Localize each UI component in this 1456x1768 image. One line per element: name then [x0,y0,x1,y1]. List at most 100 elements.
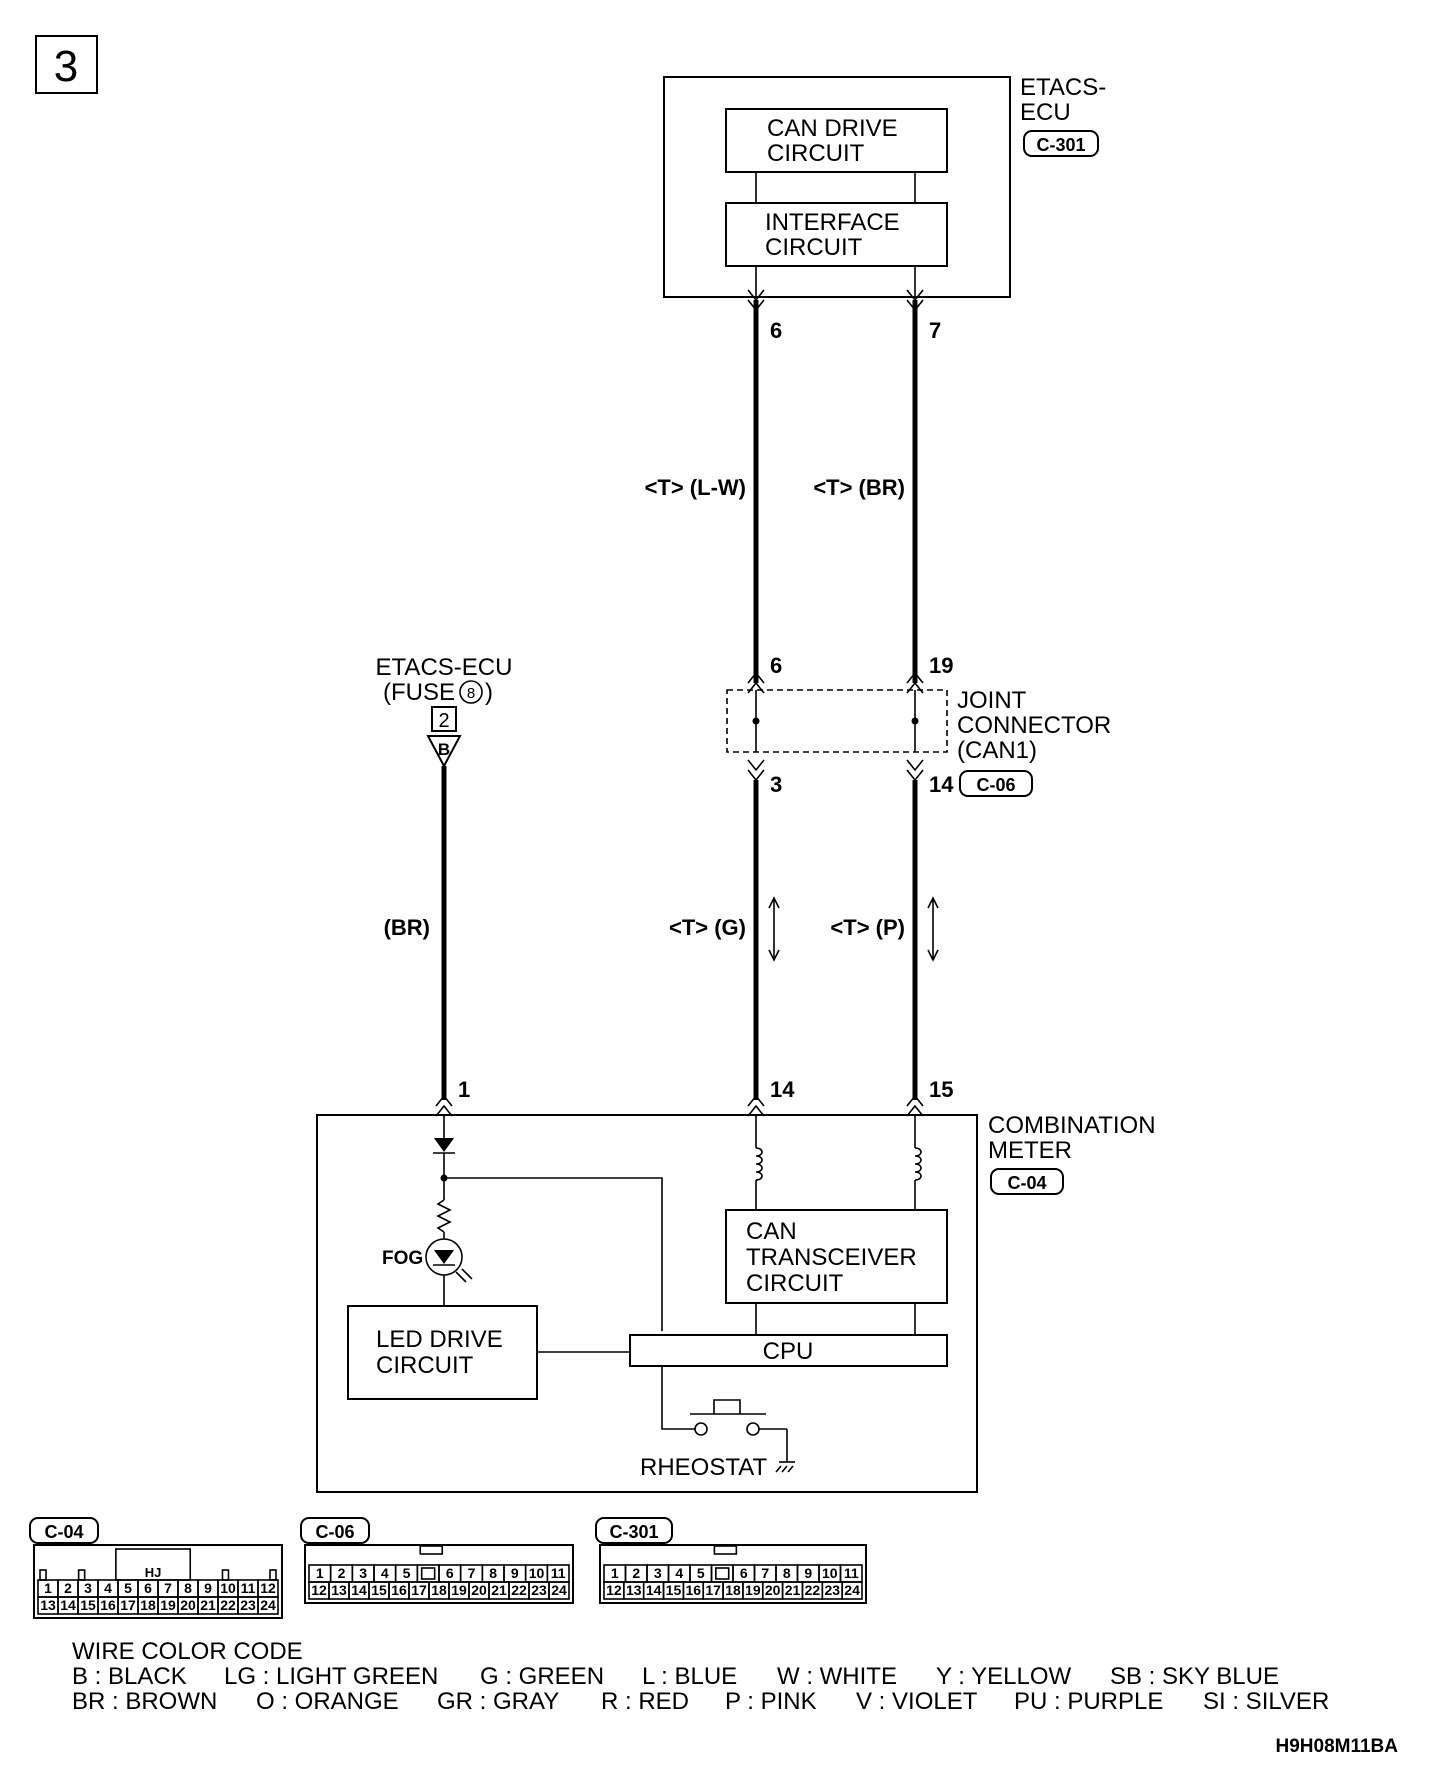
pin-etacs-7: 7 [929,318,941,343]
wire-color-entry: LG : LIGHT GREEN [224,1663,438,1690]
connector-pin-label: 12 [260,1580,276,1596]
wire-color-entry: GR : GRAY [437,1688,559,1715]
connector-pin-label: 21 [200,1597,216,1613]
connector-pin-label: 7 [164,1580,172,1596]
combination-meter-name-1: COMBINATION [988,1112,1156,1139]
connector-view-body [33,1544,283,1619]
connector-pin-label: 22 [511,1582,527,1598]
connector-pin-label: 17 [705,1582,721,1598]
fuse-source-suffix: ) [485,679,493,706]
wire-color-code-row1: B : BLACK LG : LIGHT GREEN G : GREEN L :… [72,1663,1279,1690]
connector-pin-label: 18 [140,1597,156,1613]
joint-connector-name-1: JOINT [957,687,1027,714]
wire-color-code-title: WIRE COLOR CODE [72,1638,303,1665]
ground-icon [775,1461,795,1473]
fuse-source-prefix: (FUSE [383,679,455,706]
coil-icon [914,1147,922,1181]
wire-label-lw: <T> (L-W) [645,475,746,500]
fuse-number: 8 [467,685,475,702]
connector-pin-label: 18 [431,1582,447,1598]
pin-jc-3: 3 [770,772,782,797]
connector-pin-label: 20 [471,1582,487,1598]
wire-label-br-upper: <T> (BR) [813,475,905,500]
connector-pin-label: 7 [468,1565,476,1581]
connector-pin-label: 16 [686,1582,702,1598]
can-transceiver-box [725,1209,948,1304]
connector-pin-label: 6 [740,1565,748,1581]
connector-pin-label: 2 [632,1565,640,1581]
joint-connector-name-3: (CAN1) [957,737,1037,764]
connector-pin-label: 16 [391,1582,407,1598]
connector-tag-c04-label: C-04 [1007,1173,1046,1193]
connector-tag-c06-label: C-06 [976,775,1015,795]
coil-icon [755,1147,763,1181]
combination-meter-name-2: METER [988,1137,1072,1164]
connector-pin-label: 7 [761,1565,769,1581]
rheostat-label: RHEOSTAT [640,1454,767,1481]
fog-led-icon [425,1238,473,1283]
connector-view-tag-label: C-06 [315,1522,354,1542]
connector-pin-label: 18 [725,1582,741,1598]
connector-tag-c04 [990,1168,1064,1195]
connector-pin-label: 14 [60,1597,76,1613]
connector-pin-label: 5 [403,1565,411,1581]
connector-pin-label: 8 [783,1565,791,1581]
connector-pin-label: 2 [338,1565,346,1581]
wire-color-entry: V : VIOLET [856,1688,978,1715]
connector-pin-label: 16 [100,1597,116,1613]
connector-view-mark: HJ [145,1565,162,1580]
connector-pin-label: 12 [606,1582,622,1598]
connector-pin-label: 10 [220,1580,236,1596]
wire-color-entry: P : PINK [725,1688,817,1715]
pin-jc-6: 6 [770,653,782,678]
cpu-label: CPU [763,1338,814,1365]
connector-pin-label: 17 [120,1597,136,1613]
connector-pin-label: 8 [489,1565,497,1581]
pin-meter-15: 15 [929,1077,953,1102]
connector-pin-label: 24 [844,1582,860,1598]
connector-pin-label: 3 [359,1565,367,1581]
fuse-marker-triangle [426,735,462,769]
fuse-marker: B [438,740,450,759]
can-transceiver-label-2: TRANSCEIVER [746,1244,917,1271]
fuse-terminal-box [431,706,457,732]
connector-pin-label: 3 [654,1565,662,1581]
connector-pin-label: 14 [351,1582,367,1598]
interface-label-2: CIRCUIT [765,234,863,261]
connector-view-body [304,1544,574,1604]
wire-color-entry: R : RED [601,1688,689,1715]
wire-color-entry: G : GREEN [480,1663,604,1690]
connector-pin-label: 22 [805,1582,821,1598]
joint-connector-name-2: CONNECTOR [957,712,1111,739]
connector-pin-label: 17 [411,1582,427,1598]
connector-pin-label: 23 [240,1597,256,1613]
connector-pin-label: 9 [204,1580,212,1596]
wire-label-br-lower: (BR) [384,915,430,940]
connector-pin-label: 2 [64,1580,72,1596]
connector-pin-label: 19 [745,1582,761,1598]
pin-meter-14: 14 [770,1077,795,1102]
can-transceiver-label-1: CAN [746,1218,797,1245]
connector-view-tag [595,1517,673,1544]
connector-tag-c301 [1023,130,1099,157]
wire-color-entry: Y : YELLOW [936,1663,1072,1690]
connector-pin-label: 24 [260,1597,276,1613]
connector-pin-label: 11 [844,1565,859,1581]
connector-pin-label: 9 [511,1565,519,1581]
connector-tag-c06 [959,770,1033,797]
connector-pin-label: 19 [451,1582,467,1598]
bidirectional-arrow-left [768,896,780,962]
connector-pin-label: 4 [104,1580,112,1596]
connector-tag-c301-label: C-301 [1036,135,1085,155]
connector-pin-label: 22 [220,1597,236,1613]
can-drive-circuit-box [725,108,948,173]
can-transceiver-label-3: CIRCUIT [746,1270,844,1297]
led-drive-label-2: CIRCUIT [376,1352,474,1379]
connector-pin-label: 4 [381,1565,389,1581]
connector-pin-label: 10 [529,1565,545,1581]
interface-label-1: INTERFACE [765,209,900,236]
